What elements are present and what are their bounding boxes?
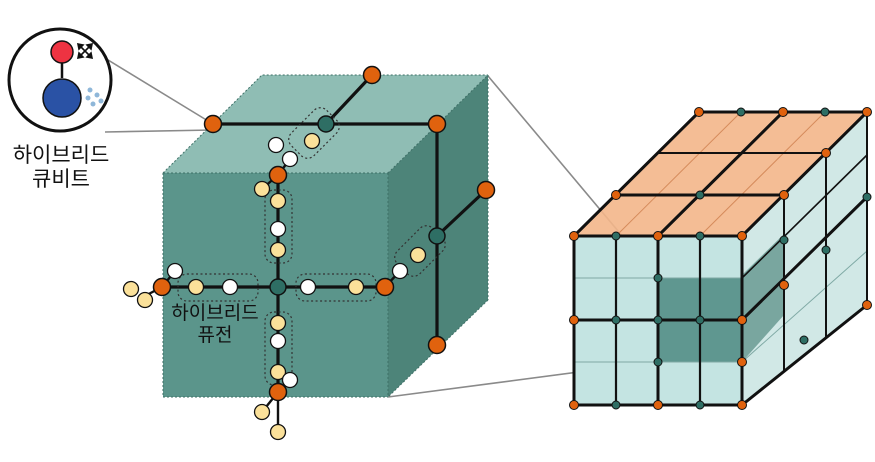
- yellow-satellites: [122, 132, 427, 441]
- hybrid-qubit-inset: [7, 27, 113, 133]
- lattice-teal-nodes: [611, 107, 872, 410]
- hybrid-fusion-label-line1: 하이브리드: [171, 302, 259, 324]
- orange-nodes: [152, 65, 496, 402]
- hybrid-qubit-label-line1: 하이브리드: [12, 143, 110, 167]
- blue-mode-circle: [42, 78, 82, 118]
- teal-nodes: [269, 115, 446, 296]
- hybrid-qubit-label-line2: 큐비트: [32, 167, 90, 192]
- noise-dots: [85, 87, 104, 107]
- white-satellites: [166, 136, 409, 389]
- lattice-orange-nodes: [569, 107, 872, 410]
- red-qubit-circle: [50, 40, 74, 64]
- cluster-cube: [122, 65, 496, 441]
- diagonal-arrows-icon: [76, 42, 94, 60]
- rhg-lattice: [569, 107, 872, 410]
- hybrid-fusion-label-line2: 퓨전: [197, 323, 233, 346]
- hybrid-fusion-label: 하이브리드 퓨전: [160, 302, 270, 347]
- hybrid-qubit-label: 하이브리드 큐비트: [6, 143, 116, 191]
